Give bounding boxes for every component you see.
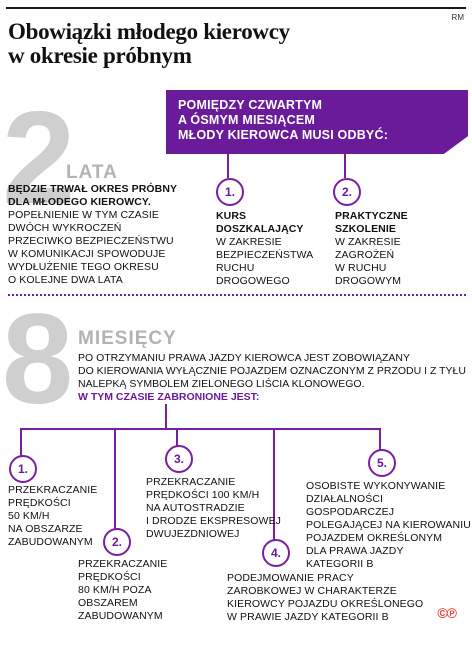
connector-1 [227, 154, 229, 178]
branch-3 [176, 428, 178, 446]
prohibition-circle-4: 4. [262, 539, 290, 567]
requirement-2-line-3: W RUCHU [335, 262, 387, 274]
prohibition-3-line-1: PRZEKRACZANIE [146, 476, 236, 488]
prohibition-4-line-3: KIEROWCY POJAZDU OKREŚLONEGO [227, 598, 424, 610]
section1-line-1: POPEŁNIENIE W TYM CZASIE [8, 209, 159, 221]
branch-4 [273, 428, 275, 540]
prohibition-circle-2: 2. [103, 528, 131, 556]
prohibition-5-line-3: POLEGAJĄCEJ NA KIEROWANIU [306, 519, 471, 531]
section1-bold-line-1: BĘDZIE TRWAŁ OKRES PRÓBNY [8, 183, 178, 195]
prohibition-circle-1: 1. [9, 455, 37, 483]
branch-1 [20, 428, 22, 456]
prohibition-2: PRZEKRACZANIE PRĘDKOŚCI 80 KM/H POZA OBS… [78, 558, 167, 623]
prohibition-2-line-3: 80 KM/H POZA [78, 584, 152, 596]
banner-line-1: POMIĘDZY CZWARTYM [178, 98, 323, 112]
prohibition-3-line-2: PRĘDKOŚCI 100 KM/H [146, 489, 260, 501]
prohibition-1-line-5: ZABUDOWANYM [8, 536, 93, 548]
requirement-1-line-2: BEZPIECZEŃSTWA [216, 249, 314, 261]
prohibition-5: OSOBISTE WYKONYWANIE DZIAŁALNOŚCI GOSPOD… [306, 480, 472, 571]
section1-line-3: PRZECIWKO BEZPIECZEŃSTWU [8, 235, 174, 247]
prohibition-1-line-3: 50 KM/H [8, 510, 50, 522]
requirement-2-line-4: DROGOWYM [335, 275, 402, 287]
prohibition-3-line-3: NA AUTOSTRADZIE [146, 502, 245, 514]
prohibition-2-line-2: PRĘDKOŚCI [78, 571, 141, 583]
page-title: Obowiązki młodego kierowcy w okresie pró… [8, 20, 290, 68]
unit-miesiecy: MIESIĘCY [78, 328, 177, 349]
title-line-2: w okresie próbnym [8, 43, 192, 68]
section-divider [8, 294, 466, 296]
copyright-mark: ©℗ [437, 605, 457, 621]
unit-lata: LATA [66, 162, 118, 183]
prohibition-4-line-4: W PRAWIE JAZDY KATEGORII B [227, 611, 389, 623]
requirement-2-bold-2: SZKOLENIE [335, 223, 396, 235]
section2-line-2: DO KIEROWANIA WYŁĄCZNIE POJAZDEM OZNACZO… [78, 365, 466, 377]
section2-line-3: NALEPKĄ SYMBOLEM ZIELONEGO LIŚCIA KLONOW… [78, 378, 365, 390]
prohibition-1: PRZEKRACZANIE PRĘDKOŚCI 50 KM/H NA OBSZA… [8, 484, 97, 549]
prohibition-3: PRZEKRACZANIE PRĘDKOŚCI 100 KM/H NA AUTO… [146, 476, 281, 541]
prohibition-2-line-4: OBSZAREM [78, 597, 138, 609]
requirement-1: KURS DOSZKALAJĄCY W ZAKRESIE BEZPIECZEŃS… [216, 210, 313, 288]
prohibition-4: PODEJMOWANIE PRACY ZAROBKOWEJ W CHARAKTE… [227, 572, 423, 624]
prohibition-3-line-4: I DRODZE EKSPRESOWEJ [146, 515, 282, 527]
prohibition-1-line-1: PRZEKRACZANIE [8, 484, 98, 496]
requirement-2-line-2: ZAGROŻEŃ [335, 249, 395, 261]
prohibition-5-line-5: DLA PRAWA JAZDY [306, 545, 404, 557]
tree-trunk [165, 404, 167, 429]
branch-2 [114, 428, 116, 529]
prohibition-5-line-2: DZIAŁALNOŚCI GOSPODARCZEJ [306, 493, 395, 518]
number-circle-1: 1. [216, 178, 244, 206]
prohibition-4-line-1: PODEJMOWANIE PRACY [227, 572, 354, 584]
prohibition-1-line-4: NA OBSZARZE [8, 523, 83, 535]
prohibition-2-line-1: PRZEKRACZANIE [78, 558, 168, 570]
title-line-1: Obowiązki młodego kierowcy [8, 19, 290, 44]
source-label: RM [451, 13, 464, 22]
section1-line-6: O KOLEJNE DWA LATA [8, 274, 123, 286]
banner-line-2: A ÓSMYM MIESIĄCEM [178, 113, 315, 127]
section2-line-1: PO OTRZYMANIU PRAWA JAZDY KIEROWCA JEST … [78, 352, 410, 364]
big-number-8: 8 [2, 288, 74, 431]
banner-line-3: MŁODY KIEROWCA MUSI ODBYĆ: [178, 128, 389, 142]
big-number-2: 2 [2, 84, 75, 231]
prohibition-3-line-5: DWUJEZDNIOWEJ [146, 528, 240, 540]
requirement-1-line-3: RUCHU [216, 262, 255, 274]
connector-2 [344, 154, 346, 178]
prohibition-5-line-1: OSOBISTE WYKONYWANIE [306, 480, 446, 492]
requirement-2-bold-1: PRAKTYCZNE [335, 210, 408, 222]
section1-line-5: WYDŁUŻENIE TEGO OKRESU [8, 261, 159, 273]
requirement-1-bold-2: DOSZKALAJĄCY [216, 223, 304, 235]
prohibition-circle-3: 3. [165, 445, 193, 473]
prohibition-5-line-4: POJAZDEM OKREŚLONYM [306, 532, 443, 544]
requirement-1-line-4: DROGOWEGO [216, 275, 290, 287]
number-circle-2: 2. [333, 178, 361, 206]
section1-description: BĘDZIE TRWAŁ OKRES PRÓBNY DLA MŁODEGO KI… [8, 183, 177, 287]
requirement-1-line-1: W ZAKRESIE [216, 236, 282, 248]
purple-banner [166, 90, 468, 154]
section2-highlight: W TYM CZASIE ZABRONIONE JEST: [78, 391, 260, 403]
requirement-2: PRAKTYCZNE SZKOLENIE W ZAKRESIE ZAGROŻEŃ… [335, 210, 408, 288]
section1-bold-line-2: DLA MŁODEGO KIEROWCY. [8, 196, 151, 208]
prohibition-5-line-6: KATEGORII B [306, 558, 374, 570]
prohibition-circle-5: 5. [368, 449, 396, 477]
requirement-1-bold-1: KURS [216, 210, 247, 222]
prohibition-4-line-2: ZAROBKOWEJ W CHARAKTERZE [227, 585, 397, 597]
prohibition-1-line-2: PRĘDKOŚCI [8, 497, 71, 509]
top-rule [6, 7, 466, 9]
section1-line-4: W KOMUNIKACJI SPOWODUJE [8, 248, 166, 260]
prohibition-2-line-5: ZABUDOWANYM [78, 610, 163, 622]
section1-line-2: DWÓCH WYKROCZEŃ [8, 222, 122, 234]
banner-text: POMIĘDZY CZWARTYM A ÓSMYM MIESIĄCEM MŁOD… [178, 98, 388, 143]
requirement-2-line-1: W ZAKRESIE [335, 236, 401, 248]
section2-description: PO OTRZYMANIU PRAWA JAZDY KIEROWCA JEST … [78, 352, 466, 404]
tree-branch [20, 428, 380, 430]
branch-5 [379, 428, 381, 450]
